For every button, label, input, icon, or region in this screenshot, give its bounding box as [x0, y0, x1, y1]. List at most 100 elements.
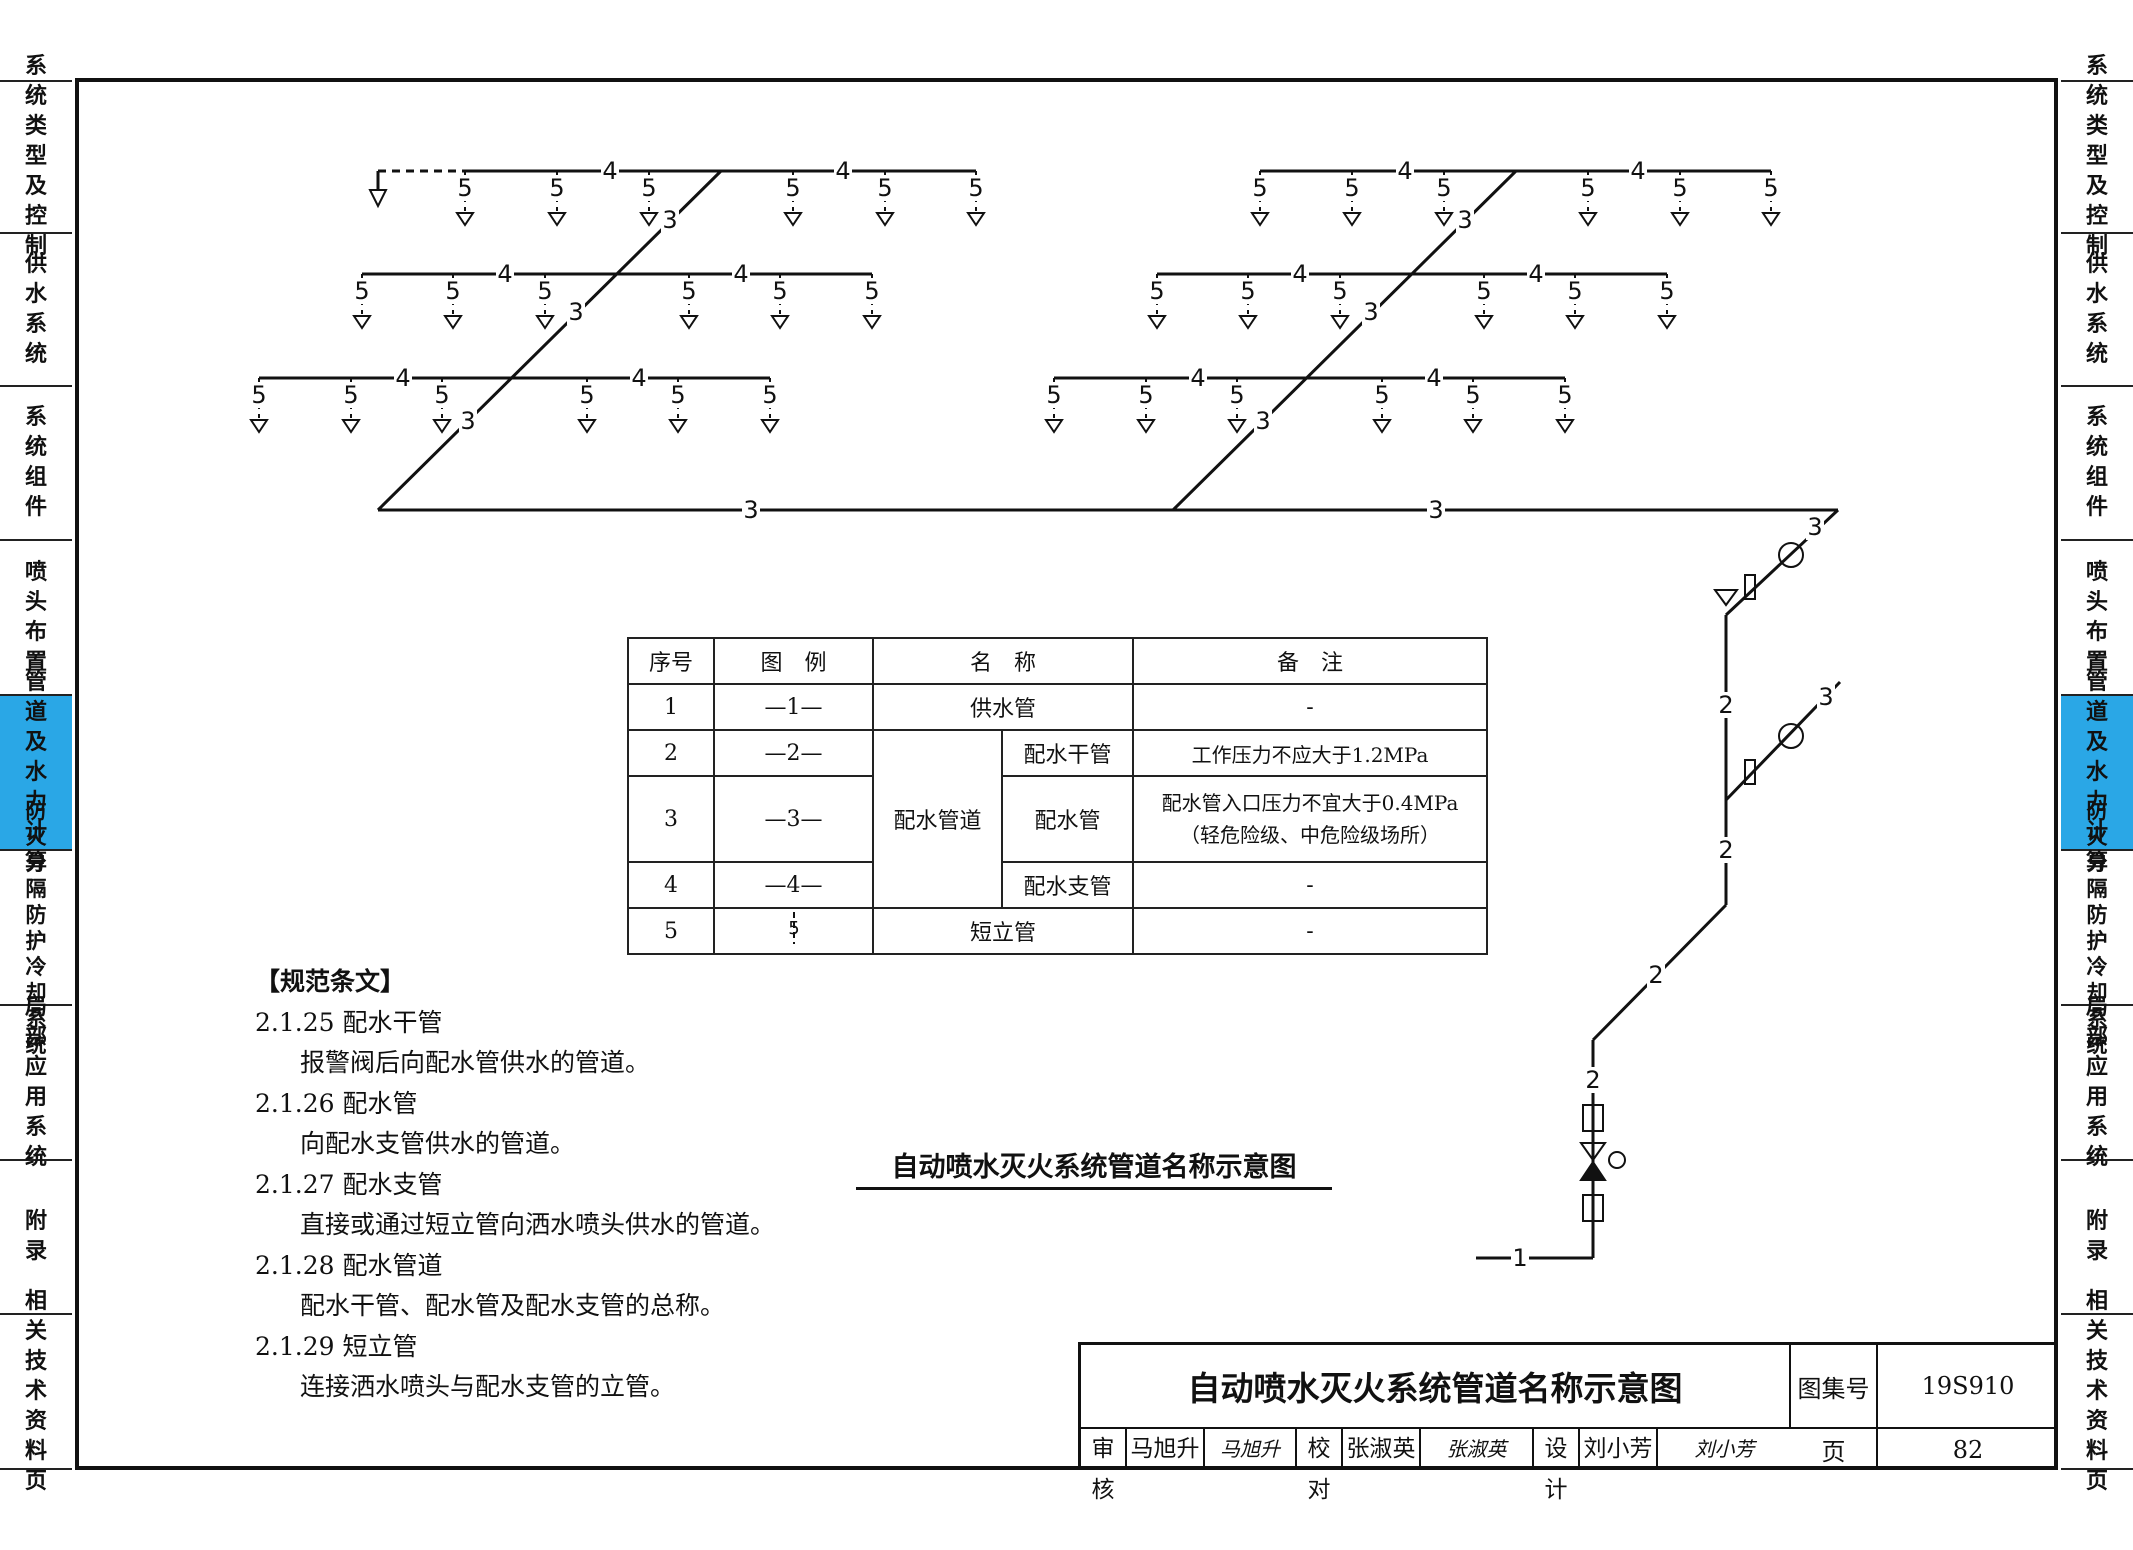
label-mask	[1629, 158, 1647, 184]
riser-label: 5	[681, 277, 696, 305]
riser-label: 5	[864, 277, 879, 305]
legend-note: -	[1132, 861, 1488, 909]
label-mask	[1717, 837, 1735, 863]
branch-label: 4	[1426, 364, 1441, 392]
label-mask	[394, 365, 412, 391]
branch-label: 4	[733, 260, 748, 288]
label-mask	[459, 408, 477, 434]
side-tab-piping-hydraulics[interactable]: 管道及水力计算	[2061, 670, 2133, 875]
riser-label: 5	[1557, 381, 1572, 409]
distribution-label: 3	[1818, 683, 1833, 711]
side-tab-sprinkler-layout[interactable]: 喷头布置	[2061, 541, 2133, 696]
side-tab-piping-hydraulics[interactable]: 管道及水力计算	[0, 670, 72, 875]
side-tab-system-types[interactable]: 系统类型及控制	[2061, 54, 2133, 259]
legend-row: 1 —1— 供水管 -	[627, 683, 1488, 731]
label-mask	[732, 261, 750, 287]
sprinkler-head-icon	[770, 315, 790, 330]
riser-label: 5	[1436, 174, 1451, 202]
riser-label: 5	[1476, 277, 1491, 305]
label-mask	[1658, 278, 1676, 304]
legend-row: 2 —2— 配水管道 配水干管 工作压力不应大于1.2MPa	[627, 729, 1488, 909]
label-mask	[669, 382, 687, 408]
label-mask	[1137, 382, 1155, 408]
sprinkler-head-icon	[1342, 212, 1362, 227]
riser-label: 5	[641, 174, 656, 202]
branch-label: 4	[1528, 260, 1543, 288]
svg-text:5: 5	[788, 918, 799, 939]
label-mask	[1527, 261, 1545, 287]
label-mask	[1475, 278, 1493, 304]
legend-note: -	[1132, 907, 1488, 955]
label-mask	[1427, 497, 1445, 523]
legend-symbol: —3—	[713, 775, 874, 863]
clauses-heading: 【规范条文】	[255, 967, 406, 996]
riser-label: 5	[537, 277, 552, 305]
flow-indicator-icon	[1778, 723, 1804, 749]
side-tab-components[interactable]: 系统组件	[0, 387, 72, 541]
riser-symbol-icon: 5	[788, 912, 799, 944]
legend-note: 工作压力不应大于1.2MPa	[1132, 729, 1488, 777]
distribution-label: 3	[662, 206, 677, 234]
label-mask	[342, 382, 360, 408]
test-valve-icon	[1713, 589, 1739, 607]
checker-name: 张淑英	[1343, 1429, 1421, 1470]
legend-row: 4 —4— 配水支管 -	[627, 861, 1488, 909]
alarm-valve-icon	[1579, 1160, 1607, 1181]
sprinkler-head-icon	[1761, 212, 1781, 227]
check-label: 校对	[1297, 1429, 1343, 1503]
legend-header-row: 序号 图 例 名 称 备 注	[627, 637, 1488, 685]
legend-header-note: 备 注	[1132, 637, 1488, 685]
clause-text: 直接或通过短立管向洒水喷头供水的管道。	[300, 1210, 776, 1239]
test-valve-icon	[368, 189, 388, 209]
legend-header-no: 序号	[627, 637, 715, 685]
label-mask	[876, 175, 894, 201]
side-tab-local-application[interactable]: 局部应用系统	[2061, 995, 2133, 1170]
legend-symbol: —4—	[713, 861, 874, 909]
side-tab-technical-data[interactable]: 相关技术资料页	[2061, 1289, 2133, 1494]
side-tab-appendix[interactable]: 附录	[0, 1161, 72, 1315]
side-tab-fire-separation[interactable]: 防火分隔防护冷却系统	[0, 799, 72, 1057]
legend-name: 配水干管	[1001, 729, 1134, 777]
label-mask	[456, 175, 474, 201]
label-mask	[1456, 207, 1474, 233]
legend-row: 3 —3— 配水管 配水管入口压力不宜大于0.4MPa （轻危险级、中危险级场所…	[627, 775, 1488, 863]
side-tab-appendix[interactable]: 附录	[2061, 1161, 2133, 1315]
riser-label: 5	[1672, 174, 1687, 202]
label-mask	[548, 175, 566, 201]
legend-symbol: —2—	[713, 729, 874, 777]
side-tab-local-application[interactable]: 局部应用系统	[0, 995, 72, 1170]
legend-name: 短立管	[872, 907, 1134, 955]
side-tab-technical-data[interactable]: 相关技术资料页	[0, 1289, 72, 1494]
label-mask	[433, 382, 451, 408]
distribution-label: 3	[1457, 206, 1472, 234]
label-mask	[630, 365, 648, 391]
label-mask	[567, 299, 585, 325]
side-tab-components[interactable]: 系统组件	[2061, 387, 2133, 541]
label-mask	[1373, 382, 1391, 408]
side-tab-water-supply[interactable]: 供水系统	[0, 234, 72, 387]
side-tab-water-supply[interactable]: 供水系统	[2061, 234, 2133, 387]
label-mask	[1331, 278, 1349, 304]
label-mask	[250, 382, 268, 408]
riser-label: 5	[1567, 277, 1582, 305]
sprinkler-head-icon	[1044, 419, 1064, 434]
sprinkler-head-icon	[783, 212, 803, 227]
sprinkler-head-icon	[875, 212, 895, 227]
riser-label: 5	[772, 277, 787, 305]
main-label: 2	[1718, 691, 1733, 719]
side-tab-system-types[interactable]: 系统类型及控制	[0, 54, 72, 259]
gate-valve-icon	[1744, 574, 1756, 600]
label-mask	[1435, 175, 1453, 201]
side-tab-fire-separation[interactable]: 防火分隔防护冷却系统	[2061, 799, 2133, 1057]
label-mask	[1148, 278, 1166, 304]
code-clauses: 【规范条文】 2.1.25 配水干管 报警阀后向配水管供水的管道。 2.1.26…	[255, 962, 775, 1408]
riser-label: 5	[1763, 174, 1778, 202]
label-mask	[742, 497, 760, 523]
side-tab-sprinkler-layout[interactable]: 喷头布置	[0, 541, 72, 696]
branch-label: 4	[1190, 364, 1205, 392]
legend-group: 配水管道	[872, 729, 1003, 909]
atlas-number: 19S910	[1878, 1345, 2058, 1429]
clause-text: 配水干管、配水管及配水支管的总称。	[300, 1291, 726, 1320]
clause-text: 向配水支管供水的管道。	[300, 1129, 576, 1158]
main-label: 2	[1585, 1066, 1600, 1094]
